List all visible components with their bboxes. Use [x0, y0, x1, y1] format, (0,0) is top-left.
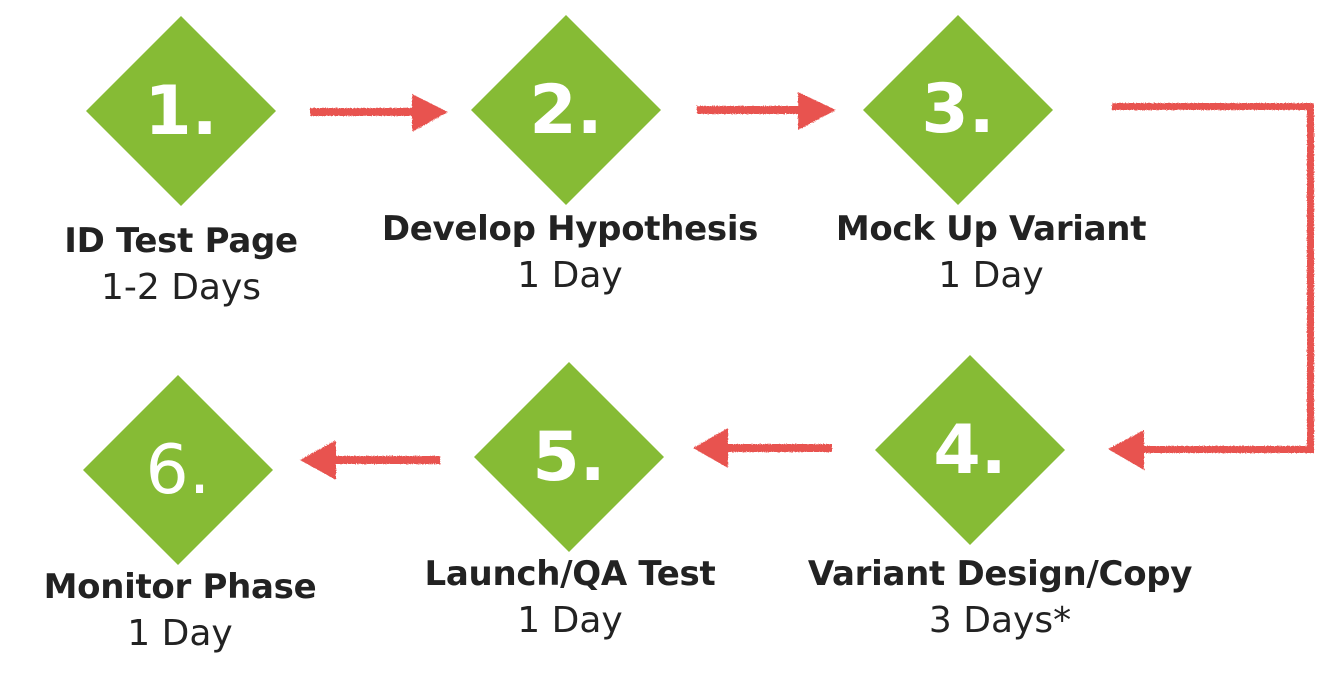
step-3-diamond [863, 15, 1053, 205]
step-2-number: 2. [529, 71, 603, 150]
step-4-title: Variant Design/Copy [807, 554, 1193, 594]
step-5-label: Launch/QA Test 1 Day [370, 557, 770, 639]
step-3-number: 3. [921, 70, 995, 149]
arrow-left-icon [300, 440, 440, 480]
step-6-number: 6. [145, 431, 211, 510]
step-3-label: Mock Up Variant 1 Day [791, 212, 1191, 294]
step-5-title: Launch/QA Test [424, 554, 716, 594]
step-1-title: ID Test Page [64, 221, 298, 261]
step-4-duration: 3 Days* [928, 600, 1072, 641]
step-5-duration: 1 Day [517, 600, 623, 641]
step-6-diamond [83, 375, 273, 565]
step-5-number: 5. [532, 418, 606, 497]
step-1-duration: 1-2 Days [100, 267, 262, 308]
step-6-title: Monitor Phase [43, 567, 317, 607]
bracket-arrow-icon [1108, 103, 1314, 470]
step-4-label: Variant Design/Copy 3 Days* [760, 557, 1240, 639]
step-6-duration: 1 Day [127, 613, 233, 654]
step-3-duration: 1 Day [938, 255, 1044, 296]
step-1-number: 1. [144, 72, 218, 151]
step-1-label: ID Test Page 1-2 Days [31, 224, 331, 306]
step-3-title: Mock Up Variant [835, 209, 1147, 249]
step-2-label: Develop Hypothesis 1 Day [345, 212, 795, 294]
step-4-number: 4. [933, 411, 1007, 490]
step-2-title: Develop Hypothesis [381, 209, 759, 249]
step-2-duration: 1 Day [517, 255, 623, 296]
arrow-right-icon [310, 94, 448, 132]
step-6-label: Monitor Phase 1 Day [15, 570, 345, 652]
arrow-left-icon [693, 428, 832, 468]
step-1-diamond [86, 16, 276, 206]
arrow-right-icon [697, 92, 836, 130]
step-2-diamond [471, 15, 661, 205]
step-5-diamond [474, 362, 664, 552]
step-4-diamond [875, 355, 1065, 545]
